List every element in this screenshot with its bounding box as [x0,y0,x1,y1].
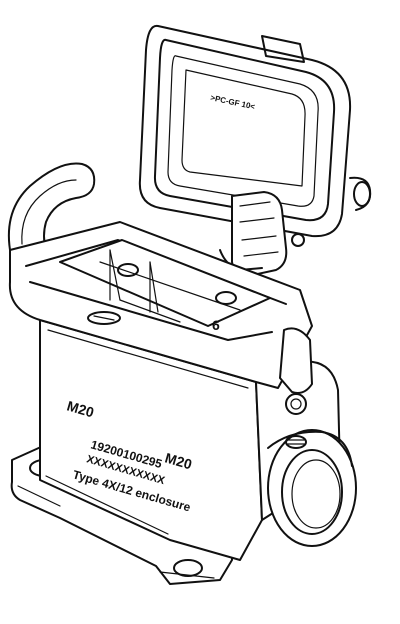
mounting-hole-right [173,559,203,577]
rim-badge [87,311,121,325]
housing-top: 6 [7,162,313,394]
port-label-top: M20 [65,398,96,421]
side-plug [285,393,307,415]
housing-body [10,319,357,585]
port-label-right: M20 [163,450,194,473]
inner-mark: 6 [212,317,220,333]
hinge-bracket [219,191,305,277]
lid: >PC-GF 10< [138,24,372,238]
